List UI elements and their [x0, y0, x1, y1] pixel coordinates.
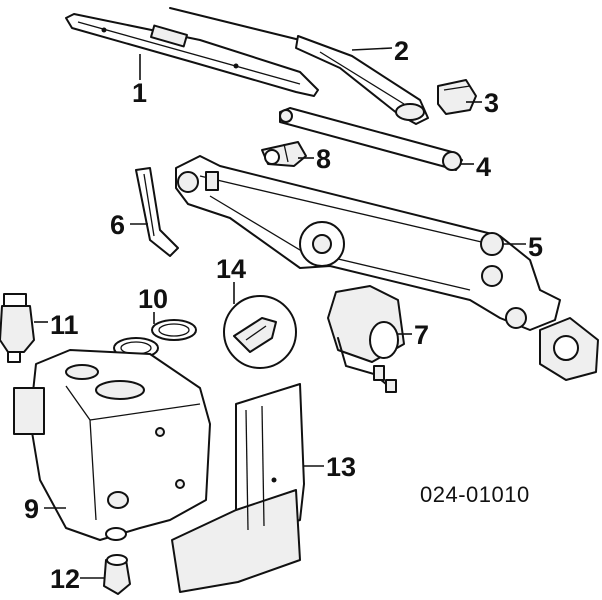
callout-3: 3 — [484, 88, 499, 118]
wiper-linkage-frame-part[interactable] — [175, 155, 599, 381]
pivot-bracket-part[interactable] — [261, 141, 307, 167]
arm-cap-part[interactable] — [437, 79, 477, 115]
callout-1: 1 — [132, 78, 147, 108]
washer-reservoir-part[interactable] — [13, 349, 211, 541]
callout-8: 8 — [316, 144, 331, 174]
wiper-blade-part[interactable] — [65, 13, 319, 97]
callout-14: 14 — [216, 254, 246, 284]
pump-grommet-part[interactable] — [103, 527, 131, 595]
support-bracket-part[interactable] — [135, 167, 179, 257]
wiper-arm-part[interactable] — [169, 7, 429, 125]
wiper-motor-part[interactable] — [327, 285, 405, 393]
callout-13: 13 — [326, 452, 356, 482]
sensor-detail-part[interactable] — [223, 295, 297, 369]
callout-12: 12 — [50, 564, 80, 594]
callout-2: 2 — [394, 36, 409, 66]
callout-6: 6 — [110, 210, 125, 240]
washer-pump-part[interactable] — [0, 293, 35, 363]
reference-code: 024-01010 — [420, 482, 530, 507]
callout-5: 5 — [528, 232, 543, 262]
callout-10: 10 — [138, 284, 168, 314]
callout-7: 7 — [414, 320, 429, 350]
callout-9: 9 — [24, 494, 39, 524]
gasket-ring-part[interactable] — [113, 319, 197, 359]
splash-shield-part[interactable] — [171, 383, 305, 593]
callout-4: 4 — [476, 152, 491, 182]
connecting-link-part[interactable] — [279, 107, 463, 171]
leader-line-2 — [351, 47, 393, 51]
callout-11: 11 — [50, 310, 79, 340]
